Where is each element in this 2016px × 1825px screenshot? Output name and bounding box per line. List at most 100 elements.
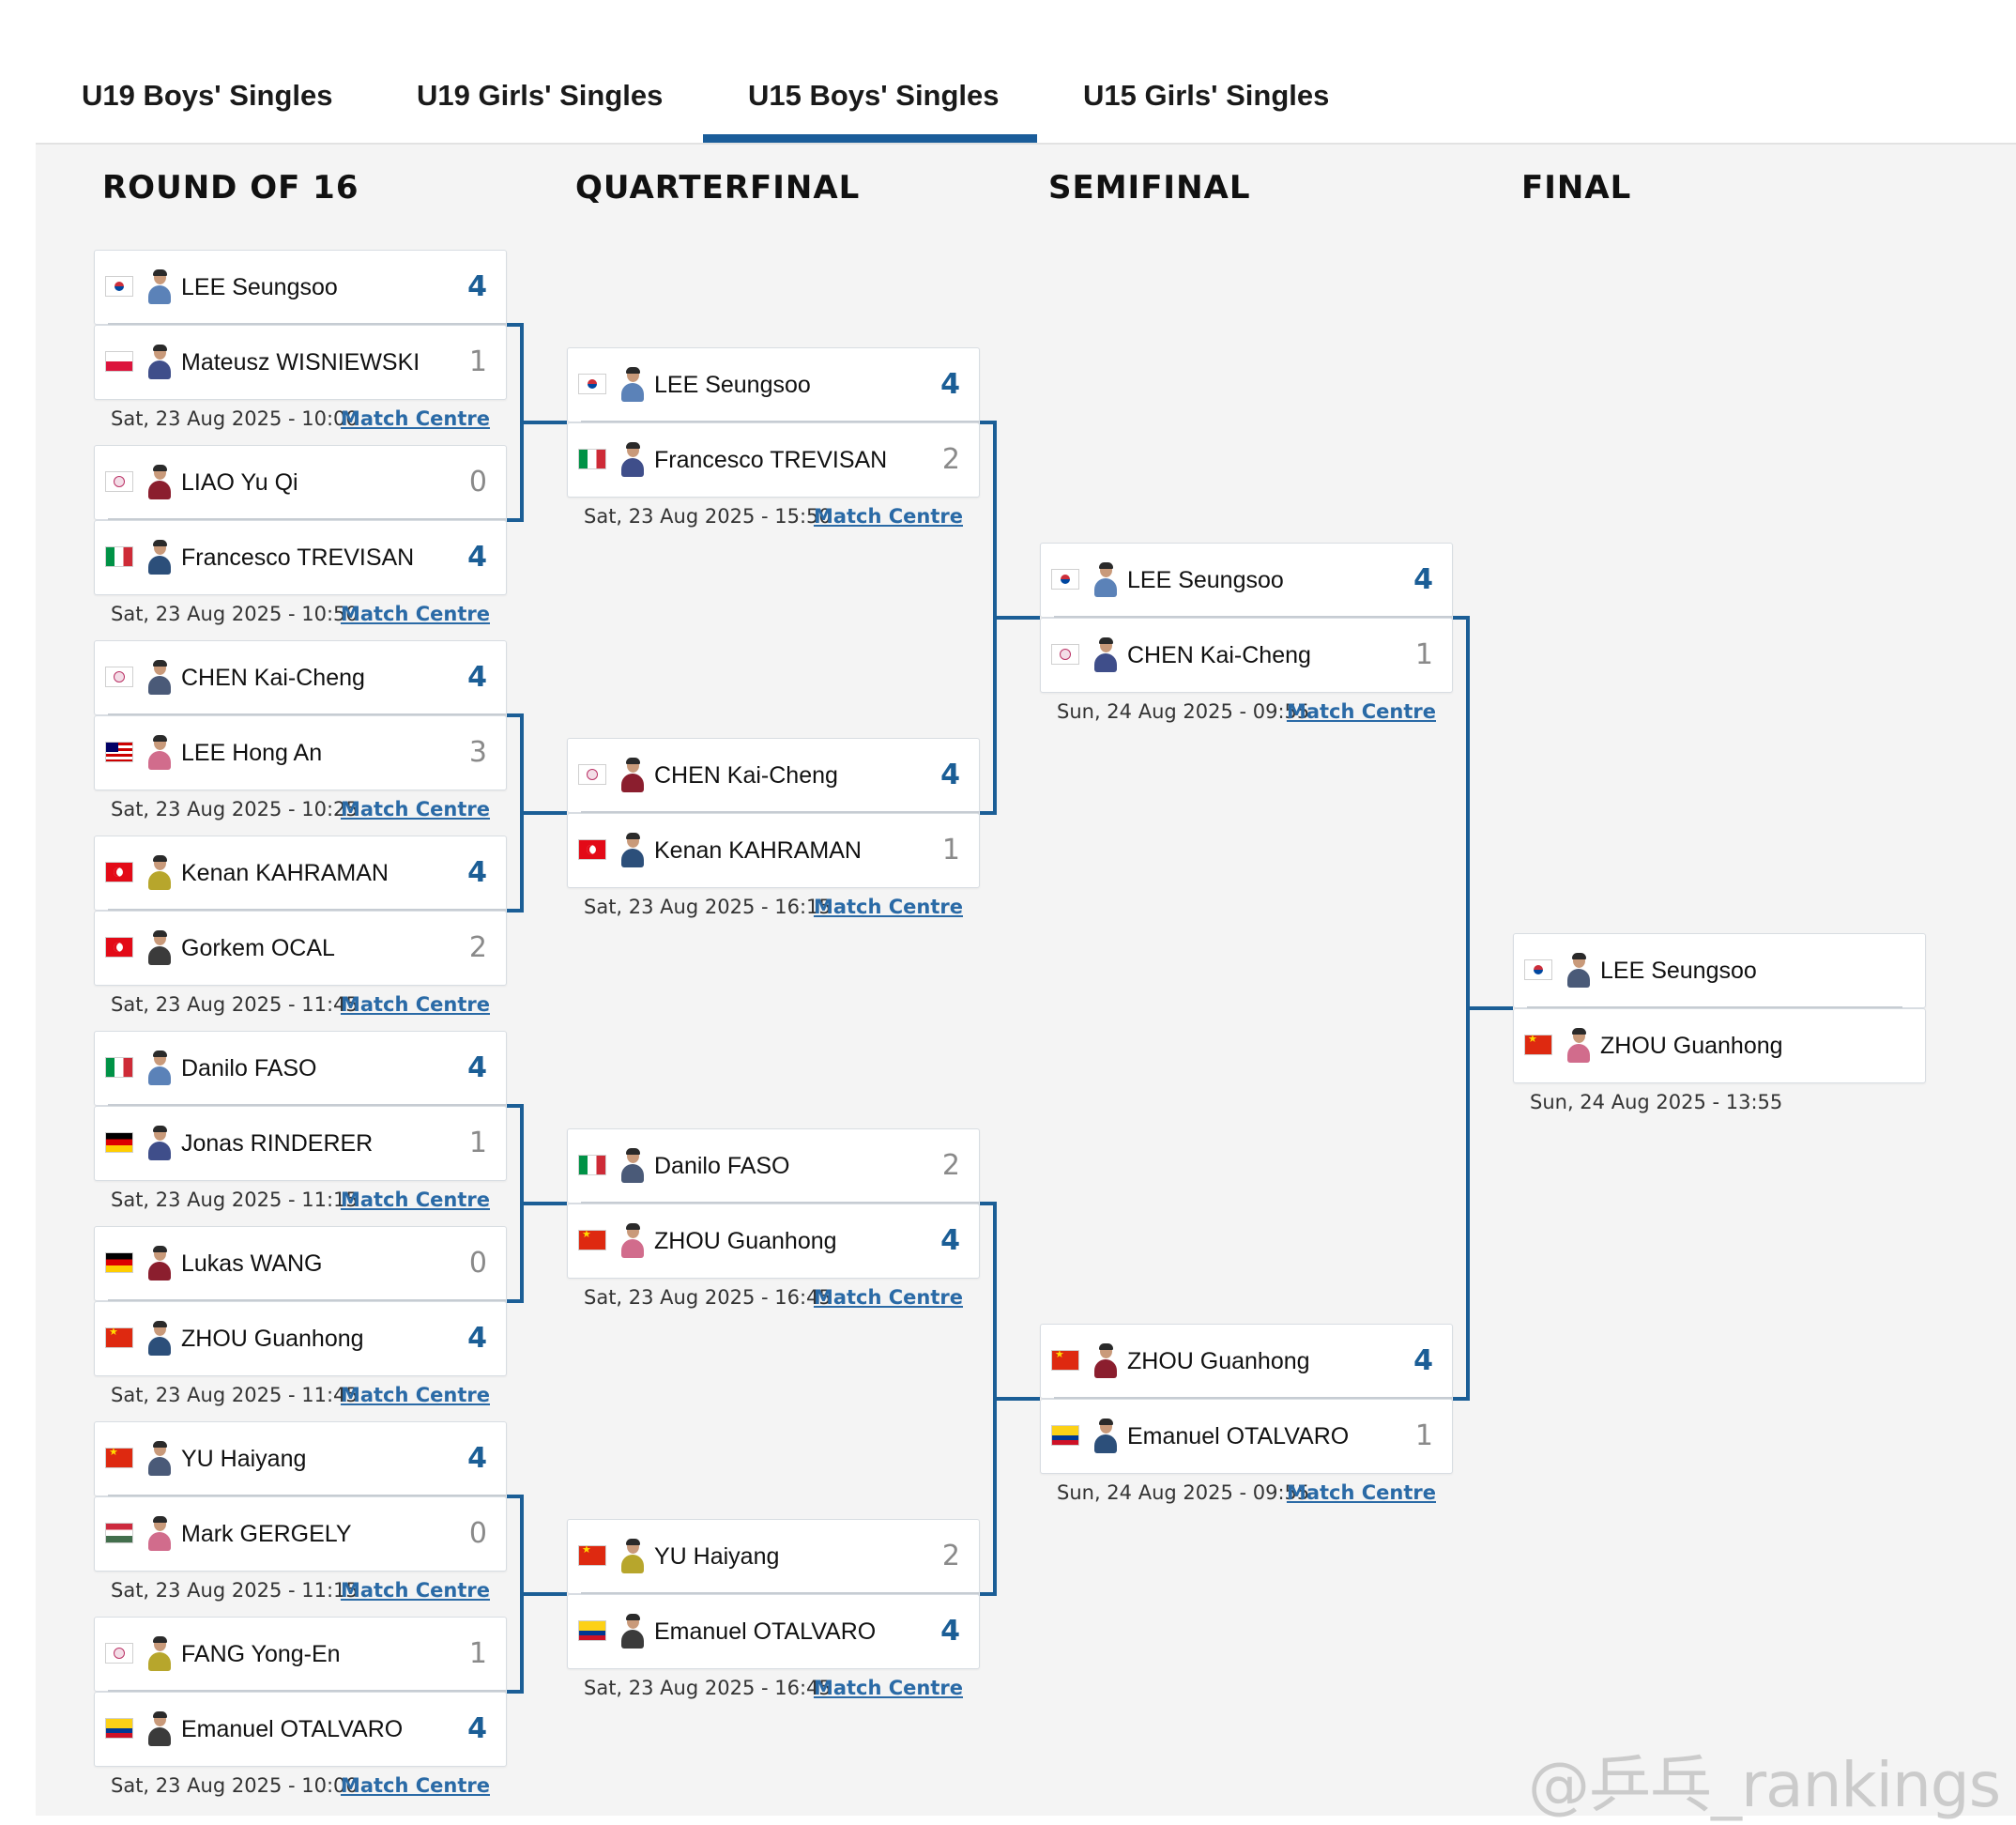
player-score: 4 [940,368,960,401]
player-row[interactable]: ZHOU Guanhong [1513,1008,1926,1083]
match-datetime: Sat, 23 Aug 2025 - 16:15 [584,896,832,918]
match-centre-link[interactable]: Match Centre [340,798,490,820]
flag-co-icon [106,1719,132,1738]
match-centre-link[interactable]: Match Centre [340,993,490,1016]
round-title-final: FINAL [1521,169,1632,207]
player-score: 4 [1413,563,1433,596]
bracket-connector [980,1592,997,1596]
player-name: LEE Hong An [181,740,323,766]
player-score: 4 [467,1322,487,1355]
flag-cn-icon [579,1543,605,1565]
match-centre-link[interactable]: Match Centre [340,1384,490,1406]
tab-u15-girls-singles[interactable]: U15 Girls' Singles [1083,79,1330,112]
flag-kr-icon [579,375,605,393]
bracket-connector [980,1202,997,1205]
bracket-connector [1466,1006,1513,1010]
match-centre-link[interactable]: Match Centre [340,1189,490,1211]
match-centre-link[interactable]: Match Centre [340,1579,490,1602]
bracket-connector [507,909,524,912]
bracket-connector [507,713,524,717]
player-score: 3 [468,736,487,769]
match-centre-link[interactable]: Match Centre [813,1286,963,1309]
player-avatar-icon [1566,953,1591,988]
bracket-connector [507,1495,524,1498]
flag-my-icon [106,743,132,761]
player-avatar-icon [147,1636,172,1671]
player-score: 1 [468,345,487,378]
match-datetime: Sat, 23 Aug 2025 - 11:15 [111,1189,359,1211]
tab-u19-boys-singles[interactable]: U19 Boys' Singles [82,79,333,112]
round-title-quarterfinal: QUARTERFINAL [575,169,861,207]
match-datetime: Sun, 24 Aug 2025 - 13:55 [1530,1091,1783,1113]
match-centre-link[interactable]: Match Centre [813,505,963,528]
bracket-connector [520,1592,567,1596]
match-centre-link[interactable]: Match Centre [1286,700,1436,723]
bracket-connector [520,811,567,815]
match-datetime: Sun, 24 Aug 2025 - 09:55 [1057,1481,1310,1504]
match-centre-link[interactable]: Match Centre [340,1774,490,1797]
player-score: 4 [467,1442,487,1475]
tab-divider [36,143,2016,145]
player-name: Kenan KAHRAMAN [654,837,862,864]
player-name: Emanuel OTALVARO [654,1618,877,1645]
tab-u19-girls-singles[interactable]: U19 Girls' Singles [417,79,664,112]
round-title-semifinal: SEMIFINAL [1048,169,1251,207]
flag-cn-icon [1525,1033,1551,1054]
flag-tpe-icon [106,667,132,686]
match-datetime: Sat, 23 Aug 2025 - 10:00 [111,1774,359,1797]
player-row[interactable]: LEE Seungsoo [1513,933,1926,1009]
player-avatar-icon [147,1441,172,1476]
match-centre-link[interactable]: Match Centre [813,896,963,918]
tab-u15-boys-singles[interactable]: U15 Boys' Singles [748,79,1000,112]
player-score: 4 [467,856,487,889]
bracket-connector [1453,1397,1470,1401]
match-datetime: Sun, 24 Aug 2025 - 09:55 [1057,700,1310,723]
player-score: 4 [467,541,487,574]
flag-kr-icon [1525,960,1551,979]
flag-it-icon [579,450,605,468]
tab-bar: U19 Boys' Singles U19 Girls' Singles U15… [0,0,2016,145]
flag-it-icon [106,547,132,566]
bracket-connector [507,1690,524,1694]
match-centre-link[interactable]: Match Centre [1286,1481,1436,1504]
match-centre-link[interactable]: Match Centre [340,603,490,625]
player-avatar-icon [147,855,172,890]
match-centre-link[interactable]: Match Centre [813,1677,963,1699]
bracket-connector [520,1202,567,1205]
player-score: 2 [941,1149,960,1182]
player-row[interactable]: LEE Hong An 3 [94,715,507,790]
match-centre-link[interactable]: Match Centre [340,407,490,430]
player-avatar-icon [147,660,172,695]
player-score: 4 [940,1224,960,1257]
